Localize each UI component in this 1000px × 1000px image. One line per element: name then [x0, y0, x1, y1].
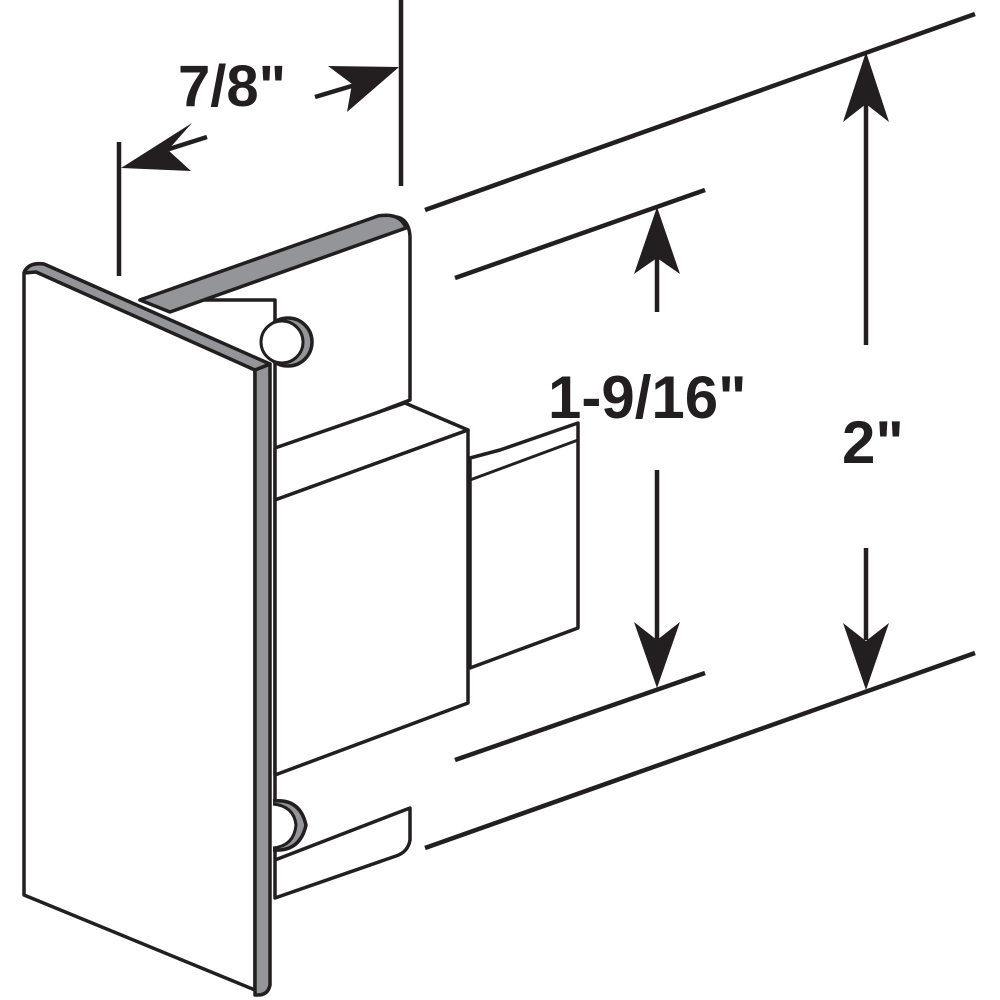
mounting-flange — [138, 213, 412, 900]
dimension-line-left-segment — [165, 134, 208, 153]
arrowhead-left-icon — [121, 123, 192, 171]
outer-top-extension-line — [424, 11, 976, 213]
dimension-label-inner-height: 1-9/16" — [548, 364, 747, 431]
dimension-label-outer-height: 2" — [842, 409, 904, 476]
dimension-outer-height: 2" — [842, 52, 904, 690]
dimension-inner-height: 1-9/16" — [548, 207, 747, 688]
inner-top-extension-line — [454, 187, 706, 281]
box-rear-block — [468, 421, 580, 670]
arrowhead-up-icon — [634, 207, 680, 274]
front-plate — [22, 261, 272, 997]
arrowhead-right-icon — [328, 66, 399, 112]
height-extension-lines — [424, 11, 976, 851]
screw-hole-top — [259, 316, 314, 368]
inner-bottom-extension-line — [454, 670, 706, 763]
arrowhead-up-icon — [843, 52, 889, 122]
dimension-depth: 7/8" — [116, 0, 404, 276]
dimension-label-depth: 7/8" — [178, 54, 286, 119]
screw-hole-bottom — [272, 798, 308, 852]
box-front-block — [273, 428, 470, 777]
outer-bottom-extension-line — [424, 650, 976, 851]
arrowhead-down-icon — [843, 623, 889, 690]
arrowhead-down-icon — [634, 622, 680, 688]
dimension-line-right-segment — [314, 82, 356, 100]
